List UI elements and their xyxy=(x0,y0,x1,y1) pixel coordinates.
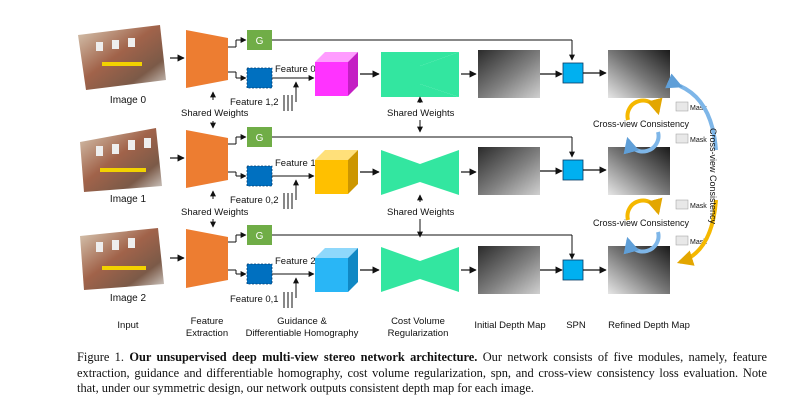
shared-weights-label-d: Shared Weights xyxy=(387,207,455,218)
mask-thumb-b1 xyxy=(675,199,689,210)
guidance-label-0: G xyxy=(256,36,264,47)
input-image-0 xyxy=(78,25,166,90)
cross-view-vertical-label: Cross-view Consistency xyxy=(708,128,718,225)
initial-depth-map-2 xyxy=(478,246,540,294)
cross-view-group-b: Cross-view Consistency Mask Mask xyxy=(593,197,707,255)
mask-thumb-a1 xyxy=(675,101,689,112)
pair-label-1: Feature 0,2 xyxy=(230,195,279,206)
pair-label-0: Feature 1,2 xyxy=(230,97,279,108)
architecture-diagram: Image 0 G Feature 0 Feature 1,2 xyxy=(78,25,718,339)
refined-depth-map-2 xyxy=(608,246,670,294)
feature-block-1 xyxy=(246,165,273,187)
spn-block-2 xyxy=(562,259,584,281)
guidance-label-2: G xyxy=(256,231,264,242)
stage-spn: SPN xyxy=(566,320,586,331)
mask-label-a1: Mask xyxy=(690,105,707,112)
regularizer-2 xyxy=(381,247,420,292)
feature-block-2 xyxy=(246,263,273,285)
mask-thumb-b2 xyxy=(675,235,689,246)
caption-title: Our unsupervised deep multi-view stereo … xyxy=(129,350,478,364)
pair-label-2: Feature 0,1 xyxy=(230,294,279,305)
stage-cost-line2: Regularization xyxy=(388,328,449,339)
guidance-block-0 xyxy=(247,30,272,50)
mask-thumb-a2 xyxy=(675,133,689,144)
figure-caption: Figure 1. Our unsupervised deep multi-vi… xyxy=(77,350,767,397)
guidance-label-1: G xyxy=(256,133,264,144)
stage-refined: Refined Depth Map xyxy=(608,320,690,331)
cross-view-label-a: Cross-view Consistency xyxy=(593,119,690,129)
shared-weights-label-c: Shared Weights xyxy=(181,207,249,218)
cross-view-label-b: Cross-view Consistency xyxy=(593,218,690,228)
stage-input: Input xyxy=(117,320,138,331)
feature-label-0: Feature 0 xyxy=(275,64,316,75)
cost-volume-cube-2 xyxy=(315,248,358,292)
row-2: Image 2 G Feature 2 Feature 0,1 xyxy=(80,225,670,308)
feature-label-2: Feature 2 xyxy=(275,256,316,267)
refined-depth-map-0 xyxy=(608,50,670,98)
spn-block-0 xyxy=(562,62,584,84)
initial-depth-map-0 xyxy=(478,50,540,98)
stage-initial: Initial Depth Map xyxy=(474,320,545,331)
mask-label-b2: Mask xyxy=(690,239,707,246)
guidance-block-1 xyxy=(247,127,272,147)
caption-prefix: Figure 1. xyxy=(77,350,130,364)
shared-weights-label-a: Shared Weights xyxy=(181,108,249,119)
feature-label-1: Feature 1 xyxy=(275,158,316,169)
spn-block-1 xyxy=(562,159,584,181)
stage-cost-line1: Cost Volume xyxy=(391,316,445,327)
input-image-1 xyxy=(80,128,162,192)
cost-volume-cube-1 xyxy=(315,150,358,194)
stage-guidance-line1: Guidance & xyxy=(277,316,327,327)
cross-view-arc-gold xyxy=(676,199,718,266)
row-1: Image 1 G Feature 1 Feature 0,2 xyxy=(80,127,670,209)
row-0: Image 0 G Feature 0 Feature 1,2 xyxy=(78,25,670,111)
feature-block-0 xyxy=(246,67,273,89)
shared-weights-label-b: Shared Weights xyxy=(387,108,455,119)
image-label-2: Image 2 xyxy=(110,293,147,304)
cross-view-group-a: Cross-view Consistency Mask Mask xyxy=(593,97,707,155)
mask-label-a2: Mask xyxy=(690,137,707,144)
stage-feature-line1: Feature xyxy=(191,316,224,327)
cost-volume-cube-0 xyxy=(315,52,358,96)
feature-extractor-0 xyxy=(186,30,228,88)
image-label-1: Image 1 xyxy=(110,194,147,205)
stage-guidance-line2: Differentiable Homography xyxy=(246,328,359,339)
feature-extractor-2 xyxy=(186,229,228,288)
input-image-2 xyxy=(80,228,164,290)
cross-view-arc-blue xyxy=(665,73,718,151)
guidance-block-2 xyxy=(247,225,272,245)
initial-depth-map-1 xyxy=(478,147,540,195)
caption-body: Our network consists of five modules, na… xyxy=(77,350,768,395)
refined-depth-map-1 xyxy=(608,147,670,195)
image-label-0: Image 0 xyxy=(110,95,147,106)
feature-extractor-1 xyxy=(186,130,228,188)
stage-feature-line2: Extraction xyxy=(186,328,228,339)
regularizer-1 xyxy=(381,150,420,195)
mask-label-b1: Mask xyxy=(690,203,707,210)
